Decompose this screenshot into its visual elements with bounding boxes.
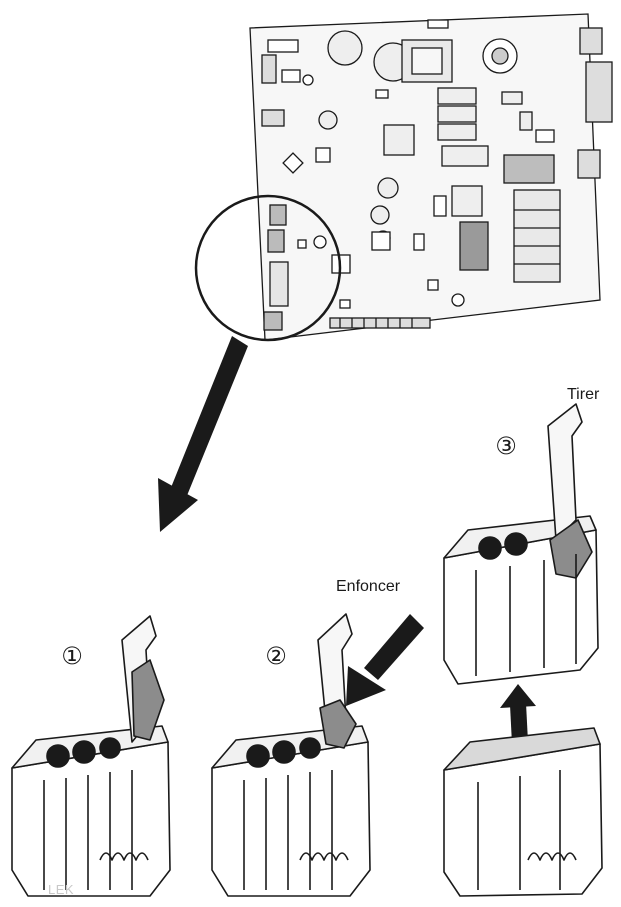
step-3-marker: ③ <box>495 432 517 460</box>
watermark: LEK <box>48 882 75 897</box>
step-2-marker: ② <box>265 642 287 670</box>
step-1-marker: ① <box>61 642 83 670</box>
circuit-board <box>249 13 613 341</box>
pull-label: Tirer <box>567 386 600 403</box>
push-arrow <box>346 614 424 706</box>
connector-step-1 <box>11 615 171 897</box>
connector-step-3 <box>443 403 599 685</box>
zoom-arrow <box>158 336 248 532</box>
empty-socket <box>443 727 603 897</box>
pull-arrow <box>500 684 536 744</box>
connector-step-2 <box>211 613 371 897</box>
zoom-circle <box>194 194 342 342</box>
push-label: Enfoncer <box>336 578 401 595</box>
